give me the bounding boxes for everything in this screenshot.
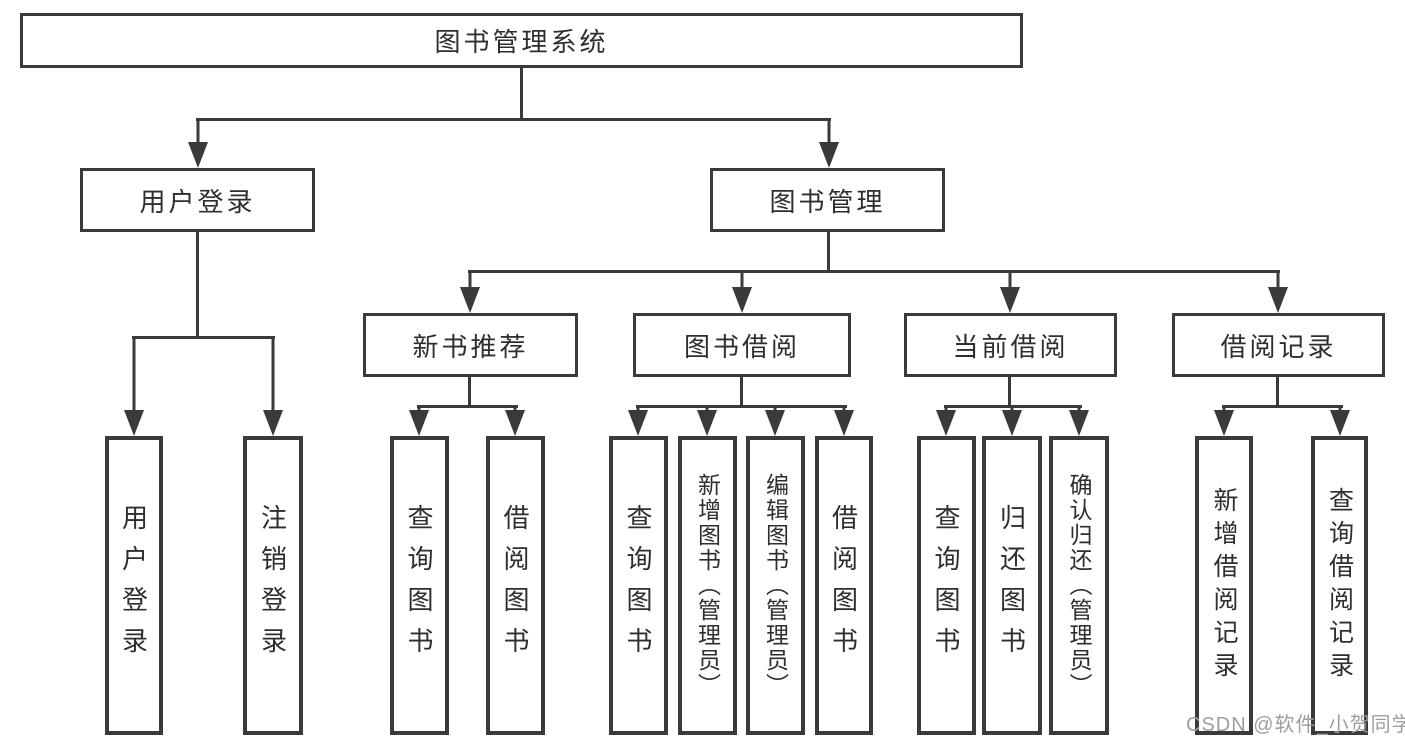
node-label: 图书借阅 — [683, 331, 800, 362]
connector-arrow-icon — [505, 405, 525, 436]
connector-arrow-icon — [1002, 405, 1022, 436]
node-user-login: 用户登录 — [105, 436, 163, 735]
node-label: 图书管理 — [769, 186, 886, 217]
node-label: 注销登录 — [257, 503, 288, 668]
node-label: 图书管理系统 — [434, 27, 609, 57]
node-user-login-group: 用户登录 — [80, 168, 315, 232]
connector-arrow-icon — [1268, 270, 1288, 313]
node-borrow-books: 借阅图书 — [815, 436, 873, 735]
connector-line — [520, 68, 523, 120]
node-label: 用户登录 — [139, 186, 256, 217]
connector-arrow-icon — [697, 405, 717, 436]
connector-line — [1008, 377, 1011, 408]
node-label: 编辑图书（管理员） — [762, 473, 789, 698]
node-label: 新书推荐 — [412, 331, 529, 362]
node-book-management: 图书管理 — [710, 168, 945, 232]
connector-arrow-icon — [834, 405, 854, 436]
node-query-books-borrowing: 查询图书 — [609, 436, 668, 735]
connector-line — [132, 336, 275, 339]
node-label: 用户登录 — [118, 503, 149, 668]
node-logout: 注销登录 — [243, 436, 303, 735]
connector-arrow-icon — [732, 270, 752, 313]
node-label: 查询图书 — [404, 503, 434, 668]
node-return-books: 归还图书 — [982, 436, 1042, 735]
connector-arrow-icon — [1069, 405, 1089, 436]
node-add-books-admin: 新增图书（管理员） — [678, 436, 737, 735]
node-label: 查询借阅记录 — [1325, 486, 1354, 685]
node-new-book-recommendation: 新书推荐 — [363, 313, 578, 377]
connector-line — [1276, 377, 1279, 408]
connector-arrow-icon — [765, 405, 785, 436]
connector-arrow-icon — [124, 336, 144, 436]
connector-arrow-icon — [1214, 405, 1234, 436]
node-add-borrow-record: 新增借阅记录 — [1195, 436, 1253, 735]
node-query-books-recommend: 查询图书 — [390, 436, 449, 735]
connector-arrow-icon — [263, 336, 283, 436]
node-label: 新增借阅记录 — [1210, 486, 1238, 685]
connector-line — [636, 405, 847, 408]
node-library-management-system: 图书管理系统 — [20, 13, 1023, 68]
connector-arrow-icon — [409, 405, 429, 436]
node-label: 借阅图书 — [500, 503, 530, 668]
connector-line — [827, 232, 830, 272]
node-book-borrowing: 图书借阅 — [633, 313, 851, 377]
node-label: 新增图书（管理员） — [694, 473, 721, 698]
connector-line — [196, 118, 831, 121]
node-label: 当前借阅 — [952, 331, 1069, 362]
node-borrowing-records: 借阅记录 — [1172, 313, 1385, 377]
node-label: 借阅记录 — [1220, 331, 1337, 362]
connector-arrow-icon — [460, 270, 480, 313]
connector-line — [1222, 405, 1343, 408]
connector-arrow-icon — [819, 118, 839, 168]
connector-line — [417, 405, 518, 408]
connector-line — [468, 377, 471, 408]
node-query-borrow-record: 查询借阅记录 — [1311, 436, 1368, 735]
node-current-borrowing: 当前借阅 — [904, 313, 1117, 377]
connector-line — [740, 377, 743, 408]
connector-arrow-icon — [628, 405, 648, 436]
connector-arrow-icon — [1000, 270, 1020, 313]
connector-arrow-icon — [188, 118, 208, 168]
node-confirm-return-admin: 确认归还（管理员） — [1049, 436, 1109, 735]
csdn-watermark: CSDN @软件_小贺同学 — [1186, 714, 1405, 736]
node-label: 查询图书 — [931, 503, 961, 668]
node-query-books-current: 查询图书 — [917, 436, 976, 735]
node-label: 借阅图书 — [828, 503, 859, 668]
node-label: 查询图书 — [623, 503, 653, 668]
node-label: 确认归还（管理员） — [1066, 473, 1092, 698]
connector-line — [468, 270, 1280, 273]
node-label: 归还图书 — [996, 503, 1027, 668]
connector-arrow-icon — [936, 405, 956, 436]
node-edit-books-admin: 编辑图书（管理员） — [746, 436, 805, 735]
connector-line — [196, 232, 199, 338]
connector-arrow-icon — [1330, 405, 1350, 436]
node-borrow-books-recommend: 借阅图书 — [486, 436, 545, 735]
